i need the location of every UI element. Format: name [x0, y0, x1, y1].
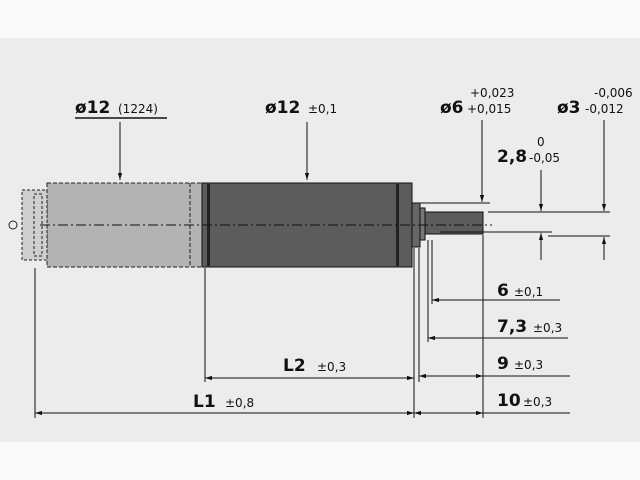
dimension-10: 10 — [497, 391, 521, 411]
gearbox-body — [8, 182, 203, 268]
dimension-7-3: 7,3 — [497, 317, 527, 337]
dimension-10-tolerance: ±0,3 — [523, 395, 552, 409]
flange-tolerance-upper: +0,023 — [470, 86, 514, 100]
dimension-6: 6 — [497, 281, 509, 301]
shaft-diameter: ø3 — [557, 98, 581, 118]
motor-diameter-tolerance: ±0,1 — [308, 102, 337, 116]
dimension-9: 9 — [497, 354, 509, 374]
length-L2: L2 — [283, 356, 306, 376]
output-shaft — [424, 211, 484, 235]
dimension-7-3-tolerance: ±0,3 — [533, 321, 562, 335]
dimension-9-tolerance: ±0,3 — [514, 358, 543, 372]
flat-tolerance-upper: 0 — [537, 135, 545, 149]
gearbox-reference: (1224) — [118, 102, 158, 116]
flat-tolerance-lower: -0,05 — [529, 151, 560, 165]
motor-diameter: ø12 — [265, 98, 300, 118]
length-L1: L1 — [193, 392, 216, 412]
gearbox-diameter: ø12 — [75, 98, 110, 118]
shaft-tolerance-lower: -0,012 — [585, 102, 624, 116]
flange-tolerance-lower: +0,015 — [467, 102, 511, 116]
flange-diameter: ø6 — [440, 98, 464, 118]
flat-dimension: 2,8 — [497, 147, 527, 167]
shaft-tolerance-upper: -0,006 — [594, 86, 633, 100]
length-L1-tolerance: ±0,8 — [225, 396, 254, 410]
dimension-6-tolerance: ±0,1 — [514, 285, 543, 299]
length-L2-tolerance: ±0,3 — [317, 360, 346, 374]
